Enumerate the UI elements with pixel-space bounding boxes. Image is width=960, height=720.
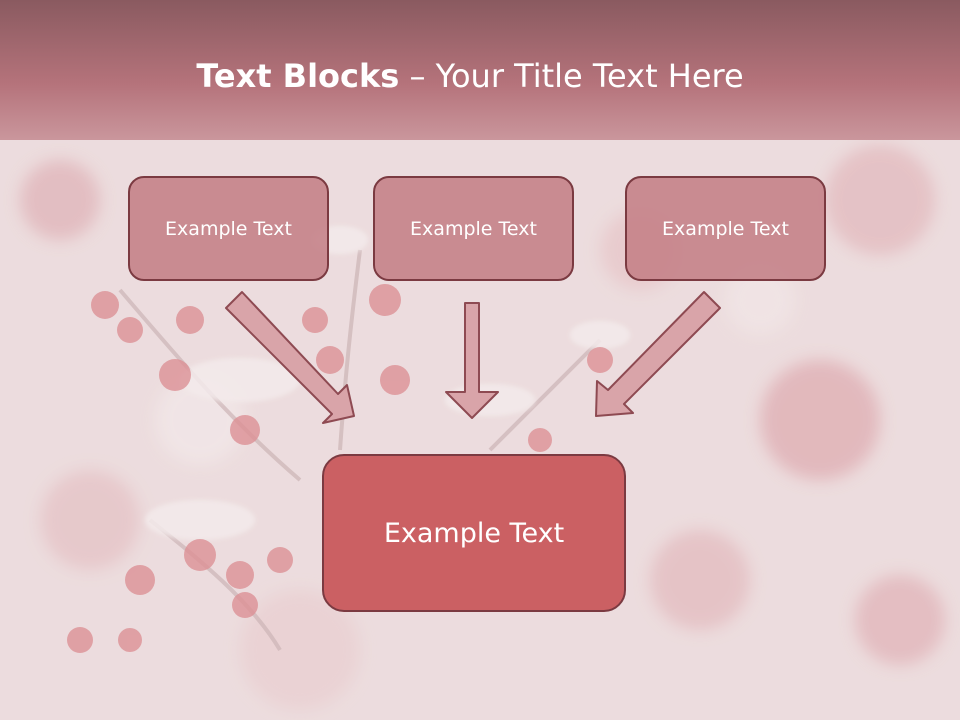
- down-arrow-icon[interactable]: [225, 291, 355, 424]
- text-block-middle-label: Example Text: [410, 217, 537, 240]
- title-bar: [0, 0, 960, 140]
- title-bold: Text Blocks: [196, 57, 400, 95]
- down-arrow-icon[interactable]: [445, 302, 499, 419]
- text-block-left[interactable]: Example Text: [128, 176, 329, 281]
- target-text-block-label: Example Text: [383, 517, 565, 549]
- text-block-left-label: Example Text: [165, 217, 292, 240]
- title-rest: Your Title Text Here: [435, 57, 744, 95]
- title-separator: –: [399, 57, 436, 95]
- down-arrow-icon[interactable]: [595, 291, 721, 417]
- text-block-right-label: Example Text: [662, 217, 789, 240]
- target-text-block[interactable]: Example Text: [322, 454, 626, 612]
- text-block-middle[interactable]: Example Text: [373, 176, 574, 281]
- slide-title[interactable]: Text Blocks – Your Title Text Here: [0, 54, 940, 98]
- text-block-right[interactable]: Example Text: [625, 176, 826, 281]
